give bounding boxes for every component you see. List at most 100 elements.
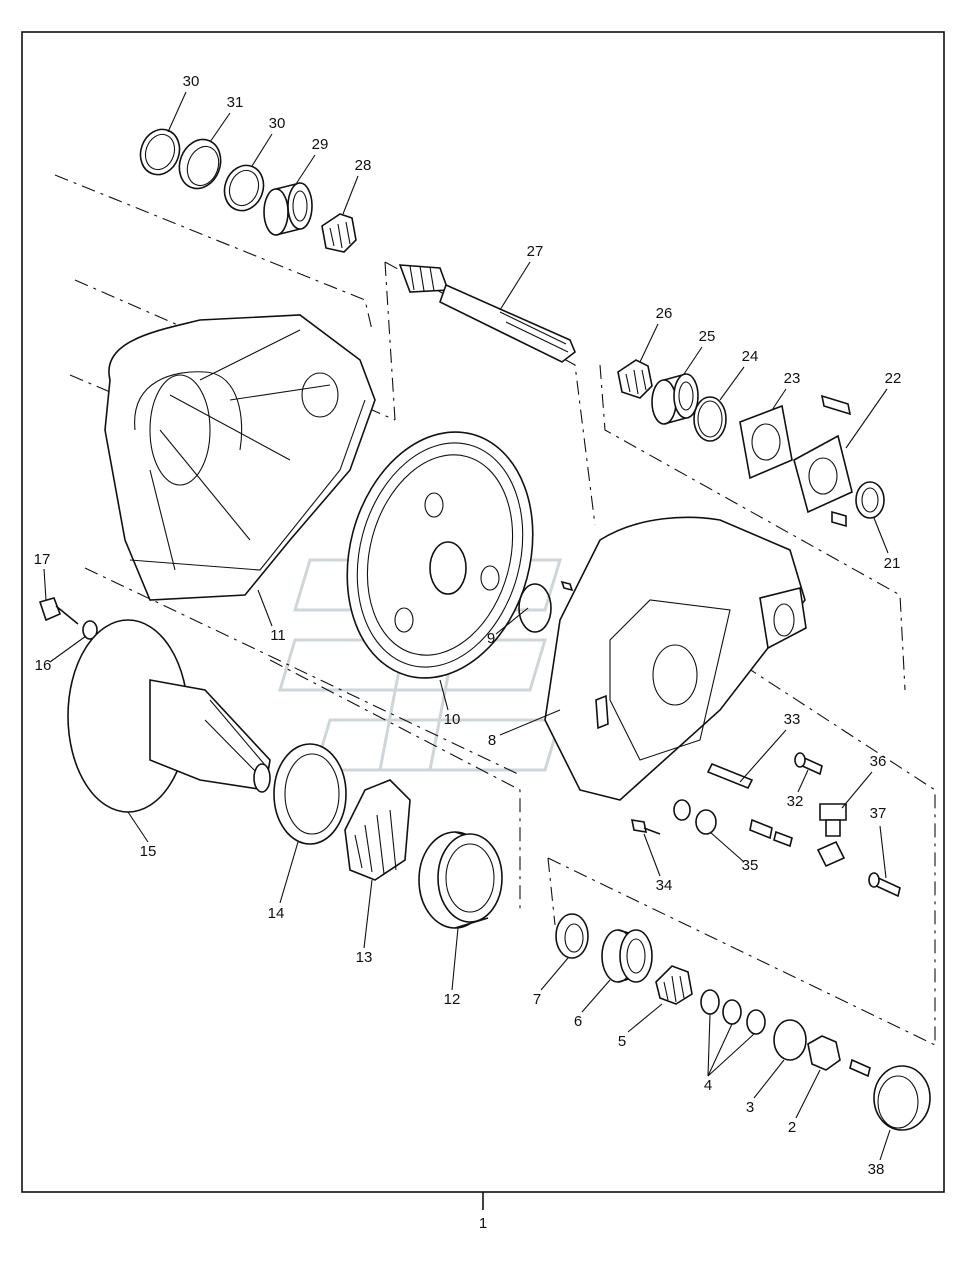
plug-part-37	[868, 872, 901, 898]
callout-label-6: 6	[574, 1013, 582, 1030]
bearing-cone-part-13	[344, 779, 411, 881]
bearing-cone-part-5	[655, 965, 693, 1005]
gear-part-10	[346, 431, 534, 679]
snap-ring-part-30b	[223, 164, 265, 212]
bolt-part-34	[630, 819, 661, 835]
leader-line-27	[499, 261, 531, 311]
leader-line-30	[167, 91, 187, 133]
callout-label-14: 14	[268, 905, 285, 922]
bolt-part-17	[38, 597, 79, 625]
callout-label-32: 32	[787, 793, 804, 810]
assembly-number: 1	[479, 1215, 487, 1232]
leader-line-25	[683, 346, 703, 375]
callout-label-11: 11	[270, 627, 286, 644]
callout-label-34: 34	[656, 877, 673, 894]
leader-line-22	[845, 388, 888, 449]
leader-line-5	[627, 1003, 663, 1033]
leader-line-14	[279, 841, 299, 904]
callout-leaders	[43, 91, 891, 1161]
callout-label-26: 26	[656, 305, 673, 322]
callout-label-33: 33	[784, 711, 801, 728]
leader-line-32	[797, 769, 809, 793]
leader-line-30	[251, 133, 273, 167]
washer-part-3	[773, 1019, 807, 1061]
callout-label-25: 25	[699, 328, 716, 345]
callout-label-21: 21	[884, 555, 901, 572]
bearing-cup-part-12	[418, 831, 503, 929]
bearing-cup-part-6	[601, 929, 653, 983]
gasket-part-23	[739, 404, 793, 480]
leader-line-11	[257, 589, 273, 627]
leader-line-36	[841, 771, 873, 809]
leader-line-8	[499, 709, 561, 736]
callout-label-28: 28	[355, 157, 372, 174]
leader-line-34	[643, 833, 661, 877]
pinion-shaft-part-27	[398, 264, 576, 363]
callout-label-9: 9	[487, 630, 495, 647]
cover-part-22	[793, 394, 853, 528]
leader-line-2	[795, 1069, 821, 1119]
seal-part-14	[273, 743, 347, 845]
callout-label-4: 4	[704, 1077, 712, 1094]
callout-label-36: 36	[870, 753, 887, 770]
bearing-cone-part-28	[321, 213, 357, 253]
callout-label-10: 10	[444, 711, 461, 728]
leader-line-28	[342, 175, 359, 215]
leader-line-3	[753, 1059, 785, 1099]
leader-line-13	[363, 879, 373, 949]
o-ring-part-24	[693, 396, 727, 442]
leader-line-35	[709, 831, 745, 863]
cap-part-38	[873, 1065, 931, 1131]
callout-label-12: 12	[444, 991, 461, 1008]
callout-label-7: 7	[533, 991, 541, 1008]
seal-part-7	[555, 913, 589, 959]
leader-line-21	[873, 517, 889, 554]
snap-ring-part-30	[139, 128, 181, 176]
washer-part-16	[82, 620, 98, 640]
callout-label-15: 15	[140, 843, 157, 860]
fitting-part-32	[794, 752, 823, 776]
leader-line-4	[707, 1013, 711, 1077]
housing-part-11	[104, 314, 376, 601]
callout-label-30: 30	[269, 115, 286, 132]
leader-line-4	[707, 1033, 755, 1077]
callout-label-17: 17	[34, 551, 51, 568]
callout-label-3: 3	[746, 1099, 754, 1116]
bearing-cone-part-26	[617, 359, 653, 399]
callout-label-37: 37	[870, 805, 887, 822]
callout-label-38: 38	[868, 1161, 885, 1178]
callout-label-29: 29	[312, 136, 329, 153]
seal-part-21	[855, 481, 885, 519]
bearing-cup-part-29	[263, 182, 313, 236]
callout-label-23: 23	[784, 370, 801, 387]
callout-label-31: 31	[227, 94, 244, 111]
leader-line-31	[209, 112, 231, 143]
elbow-fitting	[816, 840, 846, 868]
callout-label-22: 22	[885, 370, 902, 387]
leader-line-7	[540, 957, 569, 991]
callout-label-13: 13	[356, 949, 373, 966]
callout-label-5: 5	[618, 1033, 626, 1050]
hub-part-15	[67, 619, 271, 813]
ring-part-31	[178, 138, 222, 190]
callout-label-30: 30	[183, 73, 200, 90]
leader-line-4	[707, 1023, 733, 1077]
leader-line-24	[719, 366, 745, 401]
leader-line-6	[581, 979, 611, 1013]
breather-part-36	[819, 803, 847, 837]
leader-line-29	[295, 154, 316, 185]
leader-line-33	[739, 729, 787, 783]
lock-plate-part-2	[807, 1035, 871, 1078]
leader-line-9	[495, 607, 529, 635]
retaining-ring-part-9	[518, 580, 574, 633]
callout-label-27: 27	[527, 243, 544, 260]
leader-line-23	[771, 388, 787, 411]
callout-label-16: 16	[35, 657, 52, 674]
leader-line-10	[439, 679, 449, 711]
leader-line-17	[43, 568, 47, 601]
plug-part-35	[673, 799, 793, 848]
leader-line-38	[879, 1129, 891, 1161]
callout-label-35: 35	[742, 857, 759, 874]
